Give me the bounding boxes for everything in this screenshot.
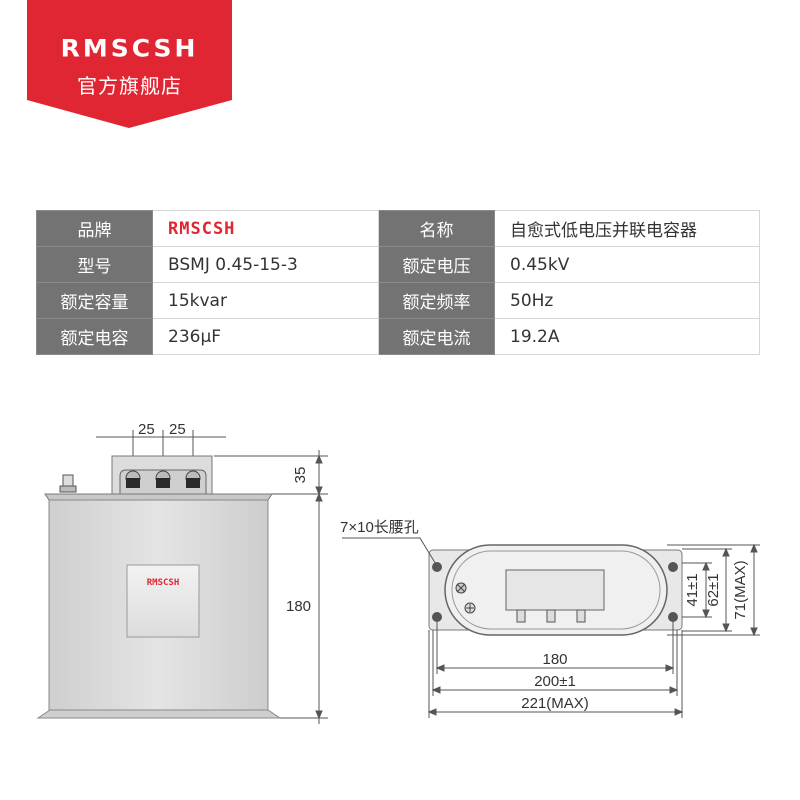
dim-label-25-left: 25 <box>138 421 155 438</box>
table-row: 额定容量 15kvar 额定频率 50Hz <box>36 282 760 319</box>
top-terminal <box>516 609 526 623</box>
technical-drawing: 25 25 RMSCSH <box>36 421 760 724</box>
label-rated-voltage: 额定电压 <box>378 246 495 283</box>
value-rated-frequency: 50Hz <box>494 282 760 319</box>
dim-label-221: 221(MAX) <box>521 695 589 712</box>
value-rated-capacitance: 236μF <box>152 318 379 355</box>
dim-heights <box>214 450 328 724</box>
slot-note: 7×10长腰孔 <box>340 519 419 536</box>
table-row: 品牌 RMSCSH 名称 自愈式低电压并联电容器 <box>36 210 760 247</box>
dim-label-62: 62±1 <box>705 573 722 606</box>
dim-widths <box>427 622 684 718</box>
banner-shape <box>27 0 232 128</box>
brand-logo-small: RMSCSH <box>168 218 236 239</box>
front-view: 25 25 RMSCSH <box>36 421 328 724</box>
top-terminal <box>576 609 586 623</box>
dim-label-35: 35 <box>292 467 309 484</box>
label-brand: 品牌 <box>36 210 153 247</box>
store-name: 官方旗舰店 <box>77 74 182 98</box>
slot-leader <box>342 537 438 567</box>
mount-slot <box>432 562 442 572</box>
nameplate <box>126 564 200 638</box>
label-model: 型号 <box>36 246 153 283</box>
ground-terminal <box>59 474 77 493</box>
brand-logo: RMSCSH <box>60 34 199 63</box>
mount-slot <box>668 612 678 622</box>
label-rated-capacitance: 额定电容 <box>36 318 153 355</box>
value-brand: RMSCSH <box>152 210 379 247</box>
label-rated-current: 额定电流 <box>378 318 495 355</box>
label-rated-capacity: 额定容量 <box>36 282 153 319</box>
top-terminal <box>546 609 556 623</box>
label-rated-frequency: 额定频率 <box>378 282 495 319</box>
value-rated-current: 19.2A <box>494 318 760 355</box>
dim-label-41: 41±1 <box>684 573 701 606</box>
mount-slot <box>432 612 442 622</box>
mount-slot <box>668 562 678 572</box>
dim-label-25-right: 25 <box>169 421 186 438</box>
top-oval-inner <box>451 550 661 630</box>
top-view: 7×10长腰孔 180 200±1 221(MAX) <box>340 519 760 718</box>
terminal-block <box>111 455 213 495</box>
label-name: 名称 <box>378 210 495 247</box>
dim-label-180-width: 180 <box>542 651 567 668</box>
value-name: 自愈式低电压并联电容器 <box>494 210 760 247</box>
table-row: 额定电容 236μF 额定电流 19.2A <box>36 318 760 355</box>
dim-label-71: 71(MAX) <box>732 560 749 619</box>
capacitor-base <box>36 709 282 719</box>
dim-depths <box>667 543 760 637</box>
value-rated-capacity: 15kvar <box>152 282 379 319</box>
value-model: BSMJ 0.45-15-3 <box>152 246 379 283</box>
terminal-cover <box>505 569 605 611</box>
value-rated-voltage: 0.45kV <box>494 246 760 283</box>
table-row: 型号 BSMJ 0.45-15-3 额定电压 0.45kV <box>36 246 760 283</box>
spec-table: 品牌 RMSCSH 名称 自愈式低电压并联电容器 型号 BSMJ 0.45-15… <box>36 210 760 355</box>
dim-label-180-height: 180 <box>286 598 311 615</box>
capacitor-lid <box>44 493 273 501</box>
brand-banner: RMSCSH 官方旗舰店 <box>27 0 232 128</box>
nameplate-logo: RMSCSH <box>147 578 180 588</box>
dim-label-200: 200±1 <box>534 673 576 690</box>
